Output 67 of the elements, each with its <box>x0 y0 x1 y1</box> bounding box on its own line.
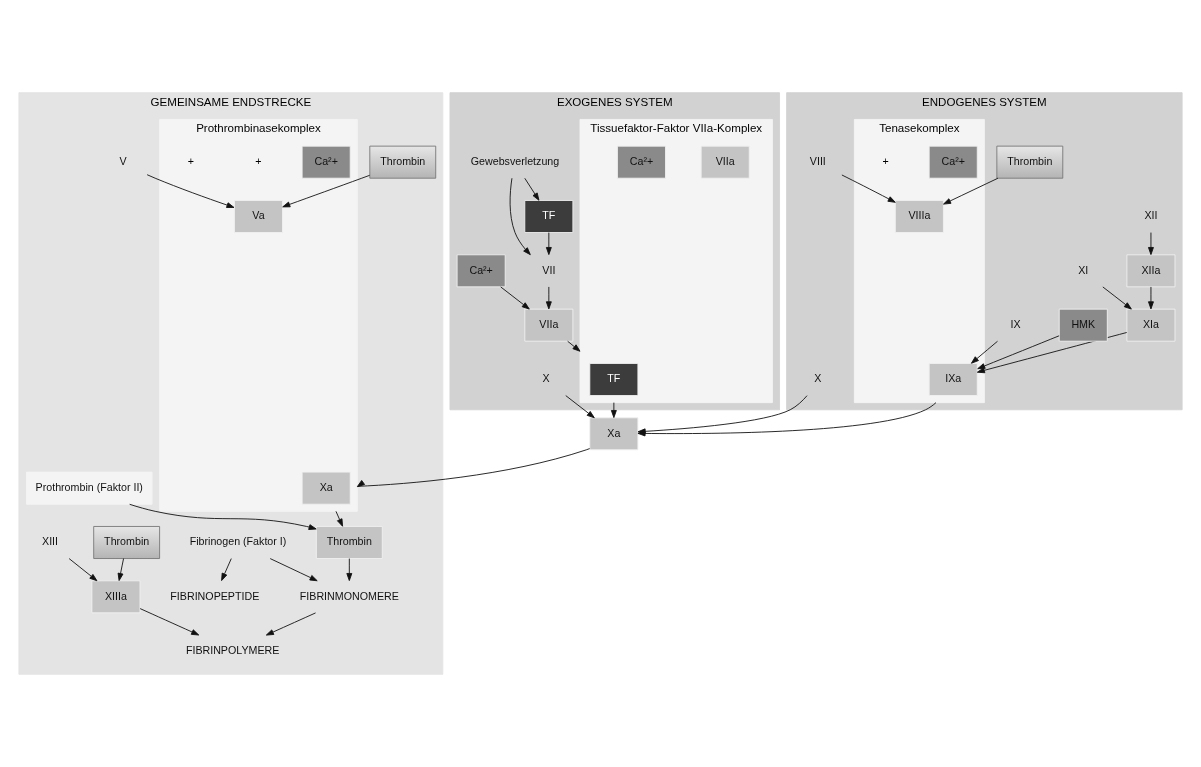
arrow <box>943 177 999 205</box>
arrow <box>269 558 318 582</box>
node-box: HMK <box>1058 308 1108 342</box>
arrow <box>545 286 552 310</box>
arrow <box>977 335 1060 370</box>
node-box: XIIa <box>1126 254 1176 288</box>
arrow <box>282 174 371 208</box>
arrow <box>545 232 552 256</box>
arrow <box>610 402 617 419</box>
node-text: X <box>814 372 822 385</box>
arrow <box>1102 286 1132 310</box>
node-box: Ca²+ <box>456 254 506 288</box>
node-text: X <box>542 372 550 385</box>
node-box: Thrombin <box>93 526 161 559</box>
arrow <box>524 177 540 201</box>
arrow <box>841 174 896 203</box>
arrow <box>146 174 235 208</box>
node-box: Ca²+ <box>301 145 351 179</box>
node-text: XIII <box>42 535 59 548</box>
arrow <box>356 448 591 488</box>
arrow <box>139 608 200 636</box>
node-text: FIBRINPOLYMERE <box>185 643 280 656</box>
node-box: Xa <box>301 471 351 505</box>
arrow <box>970 340 998 364</box>
arrow <box>221 558 232 582</box>
node-box: VIIIa <box>894 200 944 233</box>
arrow <box>129 503 317 530</box>
node-text: IX <box>1010 317 1021 330</box>
node-box: TF <box>589 363 639 396</box>
arrow <box>346 558 353 582</box>
node-text: FIBRINMONOMERE <box>299 589 399 602</box>
arrow <box>1148 286 1154 310</box>
node-text: FIBRINOPEPTIDE <box>170 589 260 602</box>
arrow <box>265 612 317 636</box>
arrow <box>565 395 595 419</box>
node-text: VIII <box>809 154 826 167</box>
arrow <box>976 332 1128 374</box>
label: + <box>187 154 194 167</box>
node-box: IXa <box>928 363 978 396</box>
node-box: XIIIa <box>91 580 141 614</box>
node-box: Ca²+ <box>928 145 978 179</box>
node-box: Thrombin <box>315 526 383 559</box>
node-box: Thrombin <box>369 145 437 179</box>
node-box: Thrombin <box>996 145 1064 179</box>
node-text: V <box>119 154 127 167</box>
node-text: VII <box>542 263 556 276</box>
node-box: Va <box>233 200 283 233</box>
node-text: Gewebsverletzung <box>470 154 560 167</box>
arrow <box>509 177 531 256</box>
node-box: XIa <box>1126 308 1176 342</box>
arrow <box>1148 232 1154 256</box>
node-box: Prothrombin (Faktor II) <box>26 471 153 505</box>
arrow <box>500 286 530 310</box>
arrow <box>335 510 343 527</box>
node-box: Ca²+ <box>616 145 666 179</box>
arrow <box>567 340 581 352</box>
label: + <box>255 154 262 167</box>
node-text: XI <box>1078 263 1089 276</box>
node-box: VIIa <box>524 308 574 342</box>
node-box: TF <box>524 200 574 233</box>
node-text: XII <box>1144 209 1158 222</box>
node-box: VIIa <box>700 145 750 179</box>
arrow <box>68 558 98 582</box>
node-text: Fibrinogen (Faktor I) <box>189 535 287 548</box>
label: + <box>882 154 889 167</box>
node-box: Xa <box>589 417 639 451</box>
arrow <box>117 558 124 582</box>
